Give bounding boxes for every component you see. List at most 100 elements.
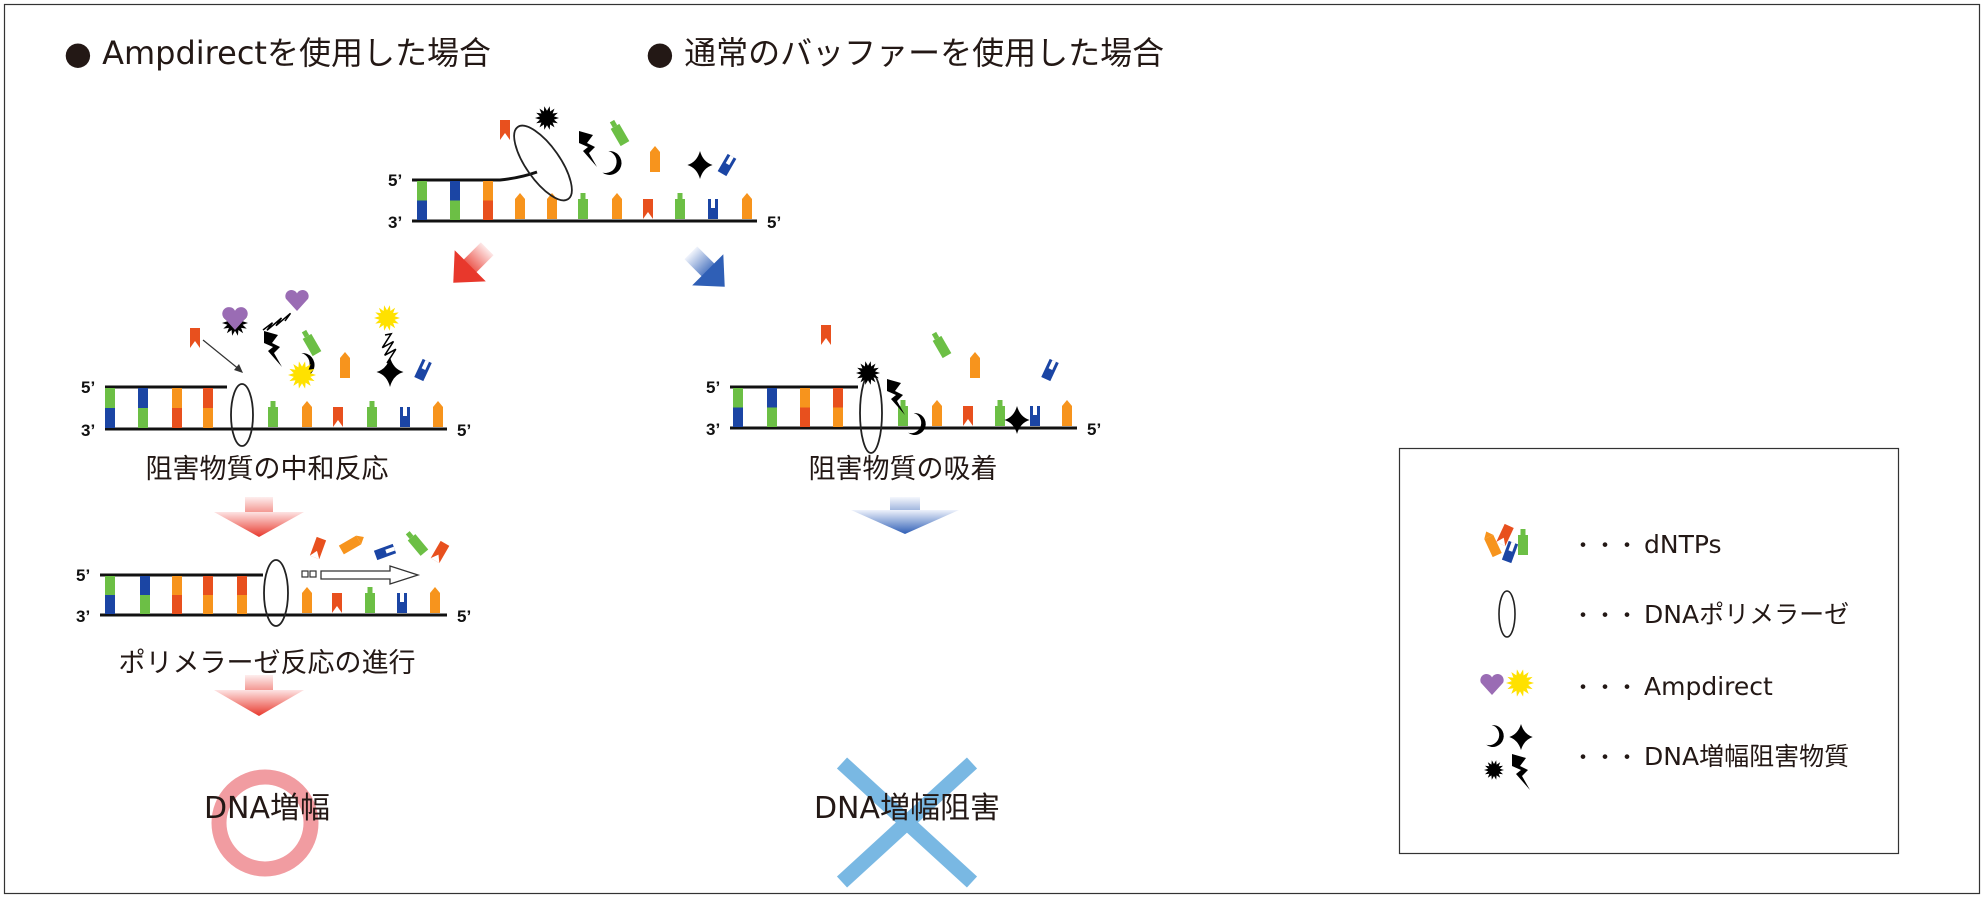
four-point-star-inhibitor-icon — [1509, 724, 1533, 750]
nucleotide-body — [367, 407, 377, 427]
nucleotide-icon — [397, 593, 407, 613]
nucleotide-tip — [612, 193, 622, 199]
nucleotide-body — [268, 407, 278, 427]
nucleotide-tip — [650, 146, 660, 152]
nucleotide-notch — [430, 554, 440, 564]
nucleotide-body — [717, 153, 737, 177]
nucleotide-notch — [190, 341, 200, 348]
base-pair — [172, 576, 182, 614]
nucleotide-tip — [1520, 529, 1526, 535]
nucleotide-icon — [333, 407, 343, 427]
step-adsorption-label: 阻害物質の吸着 — [809, 454, 998, 485]
nucleotide-icon — [302, 401, 312, 427]
lightning-inhibitor-icon — [1512, 754, 1530, 790]
legend: ・・・dNTPs ・・・DNAポリメラーゼ ・・・Ampdirect ・・・DN… — [1398, 447, 1900, 855]
new-strand-square — [301, 570, 309, 578]
nucleotide-icon — [578, 193, 588, 219]
nucleotide-icon — [309, 536, 327, 560]
crescent-inhibitor-icon — [908, 412, 926, 435]
nucleotide-body — [302, 407, 312, 427]
step-neutralization-label: 阻害物質の中和反応 — [146, 454, 389, 485]
base-top — [417, 181, 427, 202]
legend-icons — [1480, 523, 1534, 790]
nucleotide-notch — [421, 360, 430, 370]
nucleotide-icon — [821, 325, 831, 345]
nucleotide-notch — [332, 606, 342, 613]
nucleotide-icon — [650, 146, 660, 172]
nucleotide-body — [612, 199, 622, 219]
base-bottom — [138, 408, 148, 428]
legend-box — [1398, 447, 1900, 855]
arrow-down-adsorption — [851, 497, 959, 534]
legend-dots: ・・・ — [1572, 604, 1638, 629]
dna-initial: 5’3’5’ — [388, 106, 781, 232]
lightning-inhibitor-icon — [579, 131, 597, 167]
nucleotide-body — [1041, 358, 1059, 382]
nucleotide-tip — [301, 329, 310, 338]
nucleotide-body — [302, 333, 322, 357]
nucleotide-tip — [997, 400, 1003, 406]
base-bottom — [417, 200, 427, 220]
step-polymerase-progress-label: ポリメラーゼ反応の進行 — [119, 648, 416, 679]
nucleotide-body — [302, 593, 312, 613]
base-bottom — [733, 407, 743, 427]
nucleotide-notch — [1496, 537, 1506, 547]
base-top — [172, 388, 182, 409]
nucleotide-body — [932, 406, 942, 426]
base-bottom — [203, 595, 213, 614]
nucleotide-icon — [400, 407, 410, 427]
nucleotide-icon — [609, 119, 630, 147]
base-bottom — [833, 407, 843, 427]
success-ring — [211, 769, 319, 877]
nucleotide-icon — [405, 531, 429, 556]
base-top — [203, 576, 213, 596]
five-prime-label: 5’ — [76, 566, 90, 585]
nucleotide-tip — [970, 352, 980, 358]
nucleotide-body — [708, 199, 718, 219]
arrow-head — [234, 364, 243, 373]
nucleotide-notch — [725, 155, 734, 166]
nucleotide-body — [333, 407, 343, 427]
nucleotide-icon — [931, 331, 952, 359]
base-bottom — [450, 200, 460, 220]
nucleotide-icon — [970, 352, 980, 378]
base-pair — [138, 388, 148, 428]
nucleotide-icon — [367, 401, 377, 427]
nucleotide-icon — [612, 193, 622, 219]
base-pair — [767, 388, 777, 427]
base-pair — [417, 181, 427, 220]
base-top — [203, 388, 213, 409]
four-point-star-inhibitor-icon — [687, 151, 713, 179]
nucleotide-notch — [1048, 360, 1057, 370]
legend-item-ampdirect: ・・・Ampdirect — [1572, 672, 1773, 701]
nucleotide-body — [397, 593, 407, 613]
burst-inhibitor-icon — [535, 106, 559, 130]
nucleotide-icon — [717, 153, 737, 177]
nucleotide-icon — [1501, 540, 1519, 564]
nucleotide-body — [995, 406, 1005, 426]
base-pair — [203, 576, 213, 614]
nucleotide-tip — [515, 193, 525, 199]
nucleotide-body — [400, 407, 410, 427]
nucleotide-body — [373, 543, 397, 561]
nucleotide-icon — [433, 401, 443, 427]
fail-cross — [836, 757, 978, 888]
nucleotide-notch — [500, 133, 510, 140]
nucleotide-body — [821, 325, 831, 345]
nucleotide-body — [1518, 535, 1528, 555]
three-prime-label: 3’ — [706, 420, 720, 439]
nucleotide-tip — [367, 587, 373, 593]
arrow-line — [202, 339, 241, 371]
arrow-down-neutralization — [214, 497, 304, 537]
five-prime-label: 5’ — [388, 171, 402, 190]
legend-label: DNAポリメラーゼ — [1644, 600, 1849, 629]
base-top — [450, 181, 460, 202]
crescent-inhibitor-icon — [602, 150, 622, 175]
nucleotide-body — [742, 199, 752, 219]
base-pair — [733, 388, 743, 427]
nucleotide-icon — [898, 400, 908, 426]
nucleotide-body — [610, 123, 630, 147]
nucleotide-tip — [1484, 531, 1494, 540]
arrow-to-ampdirect-branch — [453, 242, 494, 283]
nucleotide-notch — [333, 420, 343, 427]
